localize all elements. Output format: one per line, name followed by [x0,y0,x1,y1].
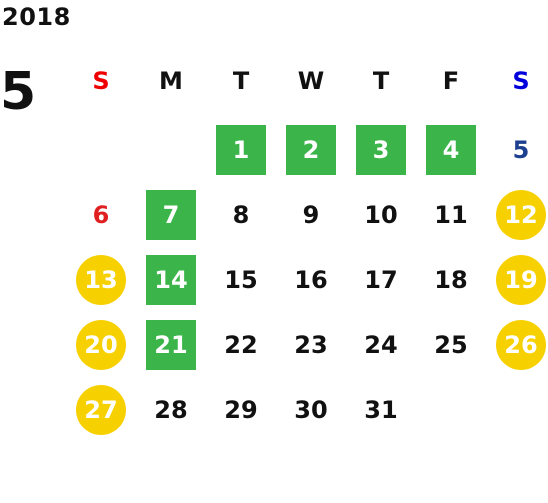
weekday-wed: W [297,67,325,95]
calendar-month: 5 [0,62,37,122]
weekday-tue: T [232,67,250,95]
day-cell-17[interactable]: 17 [364,266,398,294]
weekday-fri: F [442,67,460,95]
day-cell-22[interactable]: 22 [224,331,258,359]
weekday-sun: S [92,67,110,95]
day-cell-8[interactable]: 8 [232,201,250,229]
day-cell-4[interactable]: 4 [426,125,476,175]
day-cell-7[interactable]: 7 [146,190,196,240]
day-cell-29[interactable]: 29 [224,396,258,424]
day-cell-23[interactable]: 23 [294,331,328,359]
weekday-thu: T [372,67,390,95]
day-cell-24[interactable]: 24 [364,331,398,359]
day-cell-9[interactable]: 9 [302,201,320,229]
day-cell-31[interactable]: 31 [364,396,398,424]
day-cell-2[interactable]: 2 [286,125,336,175]
calendar-year: 2018 [2,3,71,31]
day-cell-21[interactable]: 21 [146,320,196,370]
day-cell-19[interactable]: 19 [496,255,546,305]
day-cell-14[interactable]: 14 [146,255,196,305]
day-cell-5[interactable]: 5 [512,136,530,164]
day-cell-25[interactable]: 25 [434,331,468,359]
day-cell-15[interactable]: 15 [224,266,258,294]
weekday-mon: M [159,67,183,95]
day-cell-16[interactable]: 16 [294,266,328,294]
day-cell-30[interactable]: 30 [294,396,328,424]
weekday-sat: S [512,67,530,95]
day-cell-6[interactable]: 6 [92,201,110,229]
day-cell-3[interactable]: 3 [356,125,406,175]
day-cell-26[interactable]: 26 [496,320,546,370]
day-cell-18[interactable]: 18 [434,266,468,294]
day-cell-13[interactable]: 13 [76,255,126,305]
day-cell-1[interactable]: 1 [216,125,266,175]
day-cell-11[interactable]: 11 [434,201,468,229]
day-cell-12[interactable]: 12 [496,190,546,240]
day-cell-28[interactable]: 28 [154,396,188,424]
day-cell-10[interactable]: 10 [364,201,398,229]
day-cell-27[interactable]: 27 [76,385,126,435]
day-cell-20[interactable]: 20 [76,320,126,370]
